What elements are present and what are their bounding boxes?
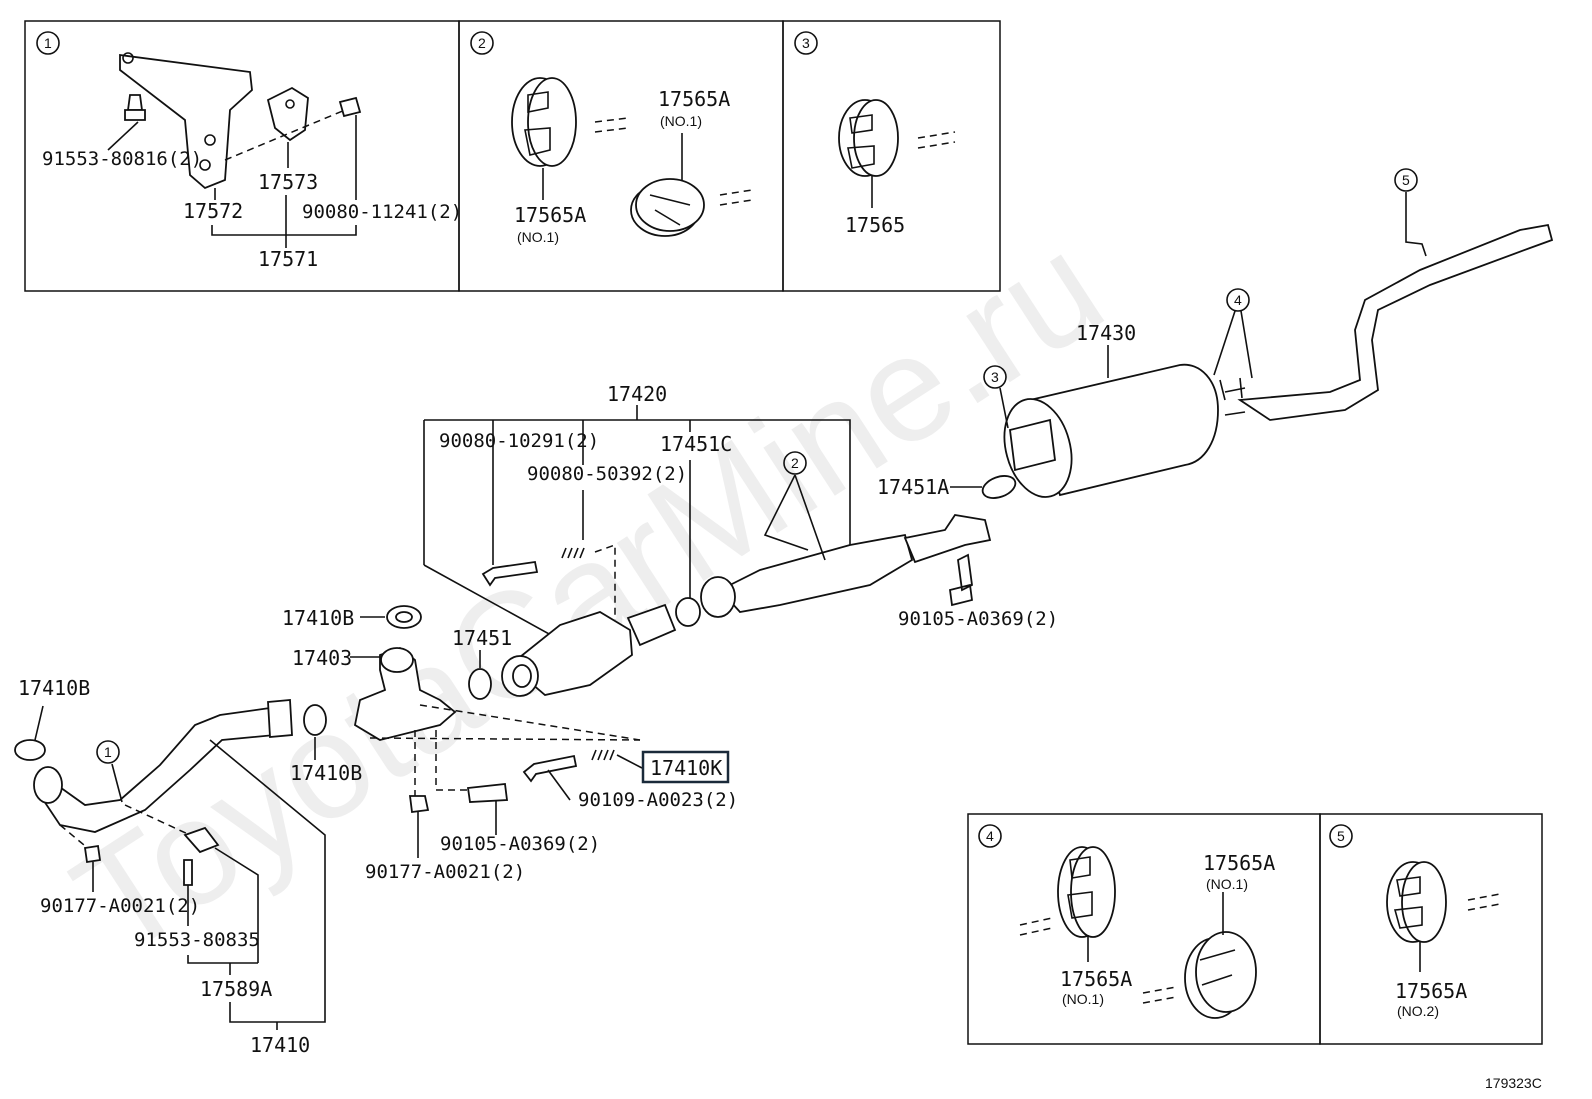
label-17451: 17451 [452,626,512,650]
label-17451C: 17451C [660,432,732,456]
label-91553-80816: 91553-80816(2) [42,148,202,170]
label-91553-80835: 91553-80835 [134,929,260,951]
label-17410B-c: 17410B [18,676,90,700]
label-17410: 17410 [250,1033,310,1057]
detail-box-1: 1 91553-80816(2) 17572 17573 90080-11241… [24,20,462,292]
diagram-code: 179323C [1485,1075,1542,1091]
label-90080-11241: 90080-11241(2) [302,201,462,223]
label-17565A-box4-left-sub: (NO.1) [1062,991,1104,1007]
label-17565A-box4-right-sub: (NO.1) [1206,876,1248,892]
callout-4-label: 4 [986,828,994,844]
label-90109-A0023: 90109-A0023(2) [578,789,738,811]
callout-3-label: 3 [802,35,810,51]
label-17565A-box4-right: 17565A [1203,851,1275,875]
callout-1-label: 1 [44,35,52,51]
label-17403: 17403 [292,646,352,670]
label-17410K: 17410K [650,756,722,780]
label-17565A-box5: 17565A [1395,979,1467,1003]
callout-2-main: 2 [791,455,799,471]
detail-box-4: 4 17565A (NO.1) 17565A (NO.1) [967,813,1321,1045]
label-90177-A0021-a: 90177-A0021(2) [365,861,525,883]
label-90080-10291: 90080-10291(2) [439,430,599,452]
label-90177-A0021-b: 90177-A0021(2) [40,895,200,917]
callout-1-main: 1 [104,744,112,760]
label-17565A-box2-top-sub: (NO.1) [660,113,702,129]
callout-4-main: 4 [1234,292,1242,308]
label-90105-A0369-a: 90105-A0369(2) [898,608,1058,630]
callout-5-main: 5 [1402,172,1410,188]
callout-2-label: 2 [478,35,486,51]
center-pipe-17420: 17420 90080-10291(2) 17451C 90080-50392(… [423,382,1058,697]
label-17571: 17571 [258,247,318,271]
label-17430: 17430 [1076,321,1136,345]
label-17565A-box2-bottom-sub: (NO.1) [517,229,559,245]
label-17565A-box2-bottom: 17565A [514,203,586,227]
label-17451A: 17451A [877,475,949,499]
detail-box-2: 2 17565A (NO.1) 17565A (NO.1) [458,20,784,292]
label-17565: 17565 [845,213,905,237]
label-17410B-b: 17410B [290,761,362,785]
label-17565A-box2-top: 17565A [658,87,730,111]
label-17410B-a: 17410B [282,606,354,630]
label-17589A: 17589A [200,977,272,1001]
front-pipe: 17410B 17403 17451 17410B 17410B 1 1 [14,605,738,1057]
label-17572: 17572 [183,199,243,223]
label-17565A-box4-left: 17565A [1060,967,1132,991]
detail-box-3: 3 17565 [782,20,1001,292]
detail-box-5: 5 17565A (NO.2) [1319,813,1543,1045]
label-90080-50392: 90080-50392(2) [527,463,687,485]
label-17420: 17420 [607,382,667,406]
label-17565A-box5-sub: (NO.2) [1397,1003,1439,1019]
label-90105-A0369-b: 90105-A0369(2) [440,833,600,855]
callout-3-main: 3 [991,369,999,385]
label-17573: 17573 [258,170,318,194]
callout-5-label: 5 [1337,828,1345,844]
muffler-assembly: 5 4 3 17430 17451A [877,168,1554,499]
highlight-box-17410K [641,750,730,784]
